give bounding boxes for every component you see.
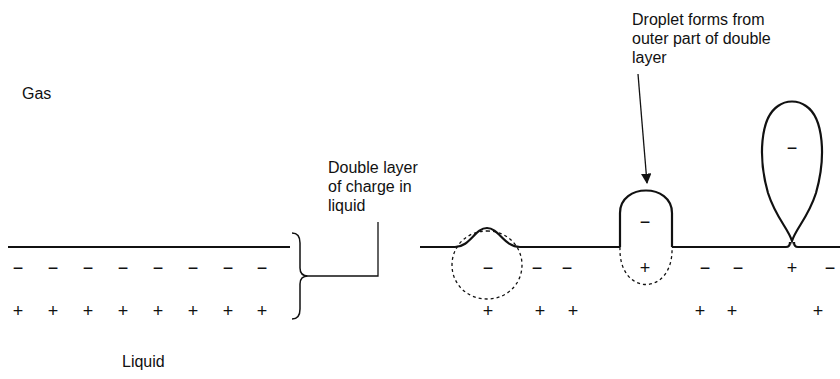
charge-sign: − (532, 259, 543, 277)
charge-sign: − (733, 259, 744, 277)
charge-sign: − (257, 259, 268, 277)
charge-sign: + (188, 302, 199, 320)
charge-sign: + (118, 302, 129, 320)
charge-sign: − (562, 259, 573, 277)
callout-text: Droplet forms from outer part of double … (632, 10, 784, 67)
charge-sign: − (700, 259, 711, 277)
liquid-surface (672, 242, 790, 247)
liquid-surface (794, 242, 840, 247)
charge-sign: + (787, 259, 798, 277)
bracket (292, 233, 308, 319)
charge-sign: − (13, 259, 24, 277)
liquid-surface (8, 246, 290, 248)
charge-sign: + (813, 302, 824, 320)
charge-sign: − (483, 259, 494, 277)
charge-sign: + (257, 302, 268, 320)
charge-sign: + (640, 259, 651, 277)
leader-line (308, 222, 378, 276)
region-label: Gas (22, 84, 51, 103)
charge-sign: − (640, 213, 651, 231)
charge-sign: + (727, 302, 738, 320)
charge-sign: + (13, 302, 24, 320)
droplet-outline (620, 247, 672, 285)
droplet-outline (620, 191, 672, 248)
charge-sign: + (535, 302, 546, 320)
charge-sign: + (223, 302, 234, 320)
charge-sign: + (483, 302, 494, 320)
droplet-detaching: − (758, 98, 826, 242)
droplet-forming: − (452, 231, 522, 299)
charge-sign: − (48, 259, 59, 277)
pointer-arrow (638, 74, 647, 183)
charge-sign: − (153, 259, 164, 277)
charge-sign: + (568, 302, 579, 320)
charge-sign: + (695, 302, 706, 320)
charge-sign: − (118, 259, 129, 277)
charge-sign: − (83, 259, 94, 277)
charge-sign: − (223, 259, 234, 277)
callout-text: Double layer of charge in liquid (328, 158, 426, 215)
droplet-outline (452, 231, 522, 299)
liquid-surface (420, 228, 620, 247)
charge-sign: + (153, 302, 164, 320)
droplet-outline (762, 102, 822, 242)
charge-sign: − (188, 259, 199, 277)
charge-sign: + (48, 302, 59, 320)
charge-sign: + (83, 302, 94, 320)
region-label: Liquid (122, 352, 165, 371)
droplet-outline (618, 185, 674, 285)
charge-sign: − (825, 259, 836, 277)
droplet-rising: − (618, 185, 674, 285)
charge-sign: − (787, 139, 798, 157)
droplet-outline (758, 98, 826, 242)
